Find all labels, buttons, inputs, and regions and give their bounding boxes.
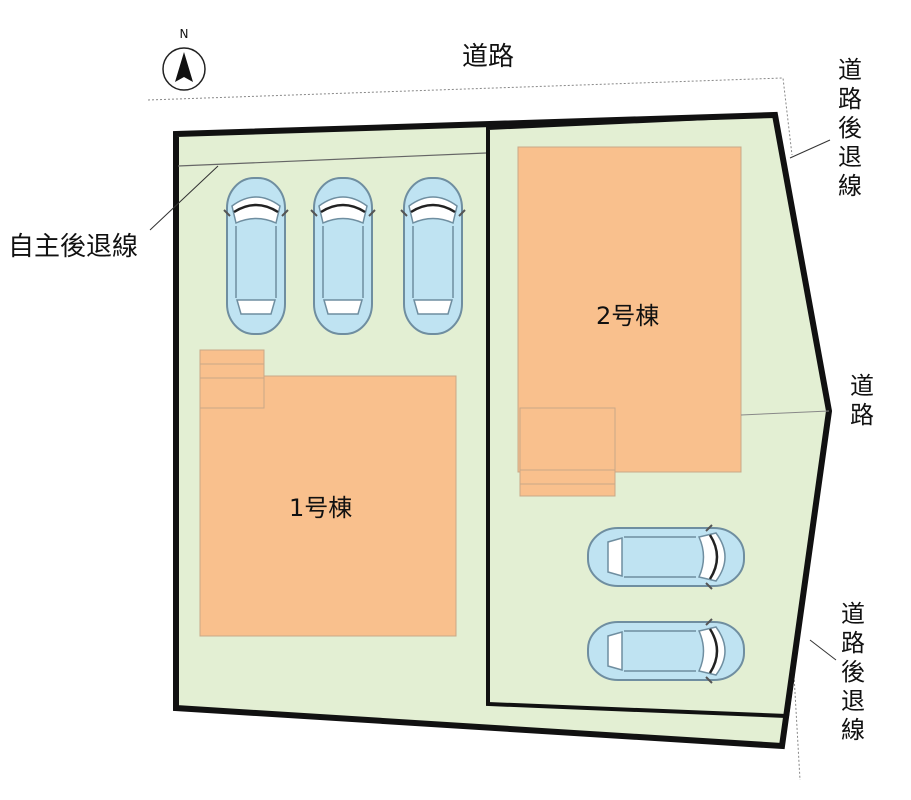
setback-bottom-right-label: 道路後退線 [841, 600, 865, 744]
road-boundary-line [791, 639, 801, 781]
car-icon [399, 176, 467, 336]
building-1 [199, 349, 457, 637]
voluntary-setback-line [177, 152, 487, 167]
compass-north-icon: N [162, 27, 206, 91]
leader-line [809, 639, 837, 661]
road-line [740, 410, 830, 416]
lot-2-boundary [486, 112, 832, 719]
north-label: N [180, 27, 189, 41]
building-2 [517, 146, 742, 497]
car-icon [309, 176, 377, 336]
road-top-label: 道路 [462, 42, 515, 72]
setback-top-right-label: 道路後退線 [838, 56, 862, 200]
leader-line [149, 165, 219, 231]
building-1-label: 1号棟 [289, 494, 353, 522]
leader-line [789, 139, 831, 159]
car-icon [222, 176, 290, 336]
car-icon [586, 523, 746, 591]
voluntary-setback-label: 自主後退線 [8, 232, 139, 262]
car-icon [586, 617, 746, 685]
building-2-label: 2号棟 [596, 302, 660, 330]
road-right-label: 道路 [850, 372, 874, 429]
